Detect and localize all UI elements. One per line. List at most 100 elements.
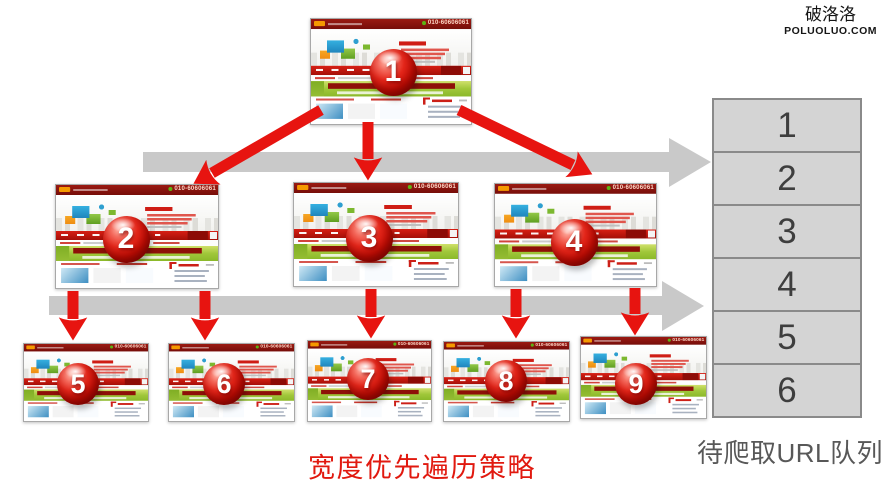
queue-cell-2: 2	[712, 151, 862, 206]
phone-icon	[255, 345, 260, 349]
node-number-sphere: 8	[485, 360, 527, 402]
node-number: 5	[70, 368, 86, 399]
node-number-sphere: 2	[102, 215, 150, 263]
site-tagline-bar	[594, 339, 621, 342]
site-tagline-bar	[73, 188, 108, 191]
site-logo-icon	[498, 186, 510, 192]
webpage-thumbnail-9: 010-60606061 9	[580, 336, 707, 419]
site-header: 010-60606061	[169, 344, 294, 352]
site-phone: 010-60606061	[667, 337, 705, 343]
webpage-thumbnail-6: 010-60606061 6	[168, 343, 295, 422]
node-number: 1	[384, 55, 402, 88]
site-header: 010-60606061	[581, 337, 706, 345]
site-phone: 010-60606061	[407, 184, 456, 191]
site-products-strip	[294, 258, 458, 286]
site-logo-icon	[314, 21, 325, 27]
queue-caption: 待爬取URL队列	[697, 438, 884, 468]
site-phone: 010-60606061	[168, 186, 216, 192]
webpage-thumbnail-8: 010-60606061 8	[443, 341, 570, 422]
queue-cell-3: 3	[712, 204, 862, 259]
node-number: 3	[360, 221, 378, 254]
webpage-thumbnail-5: 010-60606061 5	[23, 343, 149, 422]
site-products-strip	[444, 399, 569, 421]
node-number: 4	[565, 225, 583, 258]
webpage-thumbnail-3: 010-60606061 3	[293, 182, 459, 287]
site-header: 010-60606061	[495, 184, 656, 194]
site-tagline-bar	[321, 343, 348, 346]
site-tagline-bar	[37, 346, 64, 349]
strategy-caption: 宽度优先遍历策略	[308, 453, 536, 483]
webpage-thumbnail-1: 010-60606061 1	[310, 18, 472, 125]
phone-icon	[407, 184, 413, 190]
phone-number: 010-60606061	[114, 344, 147, 350]
queue-cell-6: 6	[712, 363, 862, 418]
phone-number: 010-60606061	[174, 186, 216, 193]
site-products-strip	[169, 400, 294, 421]
site-phone: 010-60606061	[393, 342, 429, 347]
phone-icon	[667, 338, 672, 343]
phone-icon	[109, 345, 114, 349]
site-products-strip	[24, 400, 148, 421]
node-number: 7	[360, 363, 376, 394]
site-tagline-bar	[512, 187, 547, 190]
watermark-domain: POLUOLUO.COM	[784, 25, 877, 37]
node-number-sphere: 3	[345, 214, 393, 262]
site-logo-icon	[446, 343, 455, 348]
site-phone: 010-60606061	[255, 344, 293, 350]
phone-icon	[421, 20, 427, 26]
phone-icon	[393, 342, 397, 346]
site-hero-graphic	[56, 194, 218, 231]
site-phone: 010-60606061	[606, 185, 654, 192]
site-tagline-bar	[311, 186, 347, 189]
site-products-strip	[581, 396, 706, 418]
webpage-thumbnail-2: 010-60606061 2	[55, 184, 219, 289]
node-number-sphere: 1	[369, 48, 417, 96]
site-header: 010-60606061	[311, 19, 471, 29]
webpage-thumbnail-4: 010-60606061 4	[494, 183, 657, 287]
site-tagline-bar	[328, 22, 362, 25]
site-header: 010-60606061	[56, 185, 218, 195]
node-number-sphere: 4	[550, 218, 598, 266]
site-products-strip	[311, 95, 471, 125]
site-tagline-bar	[182, 346, 209, 349]
node-number-sphere: 6	[203, 363, 245, 405]
site-logo-icon	[297, 185, 309, 191]
node-number-sphere: 9	[615, 363, 657, 405]
queue-cell-1: 1	[712, 98, 862, 153]
node-number: 9	[628, 368, 644, 399]
watermark-title: 破洛洛	[805, 5, 857, 24]
arrow-1-to-4	[456, 105, 593, 178]
site-phone: 010-60606061	[109, 344, 147, 350]
phone-number: 010-60606061	[413, 184, 456, 191]
site-phone: 010-60606061	[421, 20, 469, 27]
phone-number: 010-60606061	[427, 20, 469, 27]
site-tagline-bar	[457, 344, 484, 347]
level1-queue-arrow	[143, 138, 711, 187]
node-number-sphere: 5	[57, 363, 99, 405]
node-number: 8	[498, 365, 514, 396]
site-logo-icon	[310, 342, 319, 347]
site-phone: 010-60606061	[530, 342, 568, 348]
site-header: 010-60606061	[294, 183, 458, 193]
arrow-1-to-2	[193, 105, 324, 185]
site-products-strip	[308, 399, 431, 421]
queue-cell-4: 4	[712, 257, 862, 312]
phone-icon	[168, 186, 173, 192]
phone-number: 010-60606061	[260, 344, 293, 350]
queue-cell-5: 5	[712, 310, 862, 365]
site-logo-icon	[59, 187, 71, 193]
site-header: 010-60606061	[24, 344, 148, 352]
phone-number: 010-60606061	[612, 185, 654, 192]
phone-icon	[530, 343, 535, 347]
site-logo-icon	[26, 345, 35, 350]
phone-number: 010-60606061	[535, 342, 568, 348]
phone-number: 010-60606061	[672, 337, 705, 343]
site-header: 010-60606061	[308, 341, 431, 349]
watermark: 破洛洛 POLUOLUO.COM	[784, 5, 877, 37]
phone-number: 010-60606061	[397, 341, 430, 347]
phone-icon	[606, 185, 612, 191]
node-number: 6	[216, 368, 232, 399]
site-header: 010-60606061	[444, 342, 569, 350]
